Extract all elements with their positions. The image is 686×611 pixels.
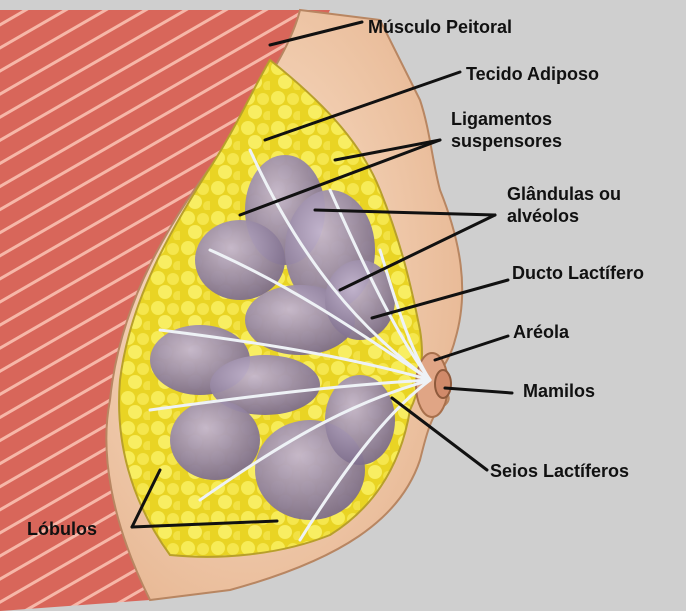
label-lobulos: Lóbulos [27, 518, 97, 540]
label-ligamentos-suspensores: Ligamentos suspensores [451, 108, 562, 152]
label-seios-lactiferos: Seios Lactíferos [490, 460, 629, 482]
label-glandulas-alveolos: Glândulas ou alvéolos [507, 183, 621, 227]
label-ligamentos-line1: Ligamentos [451, 108, 562, 130]
label-musculo-peitoral: Músculo Peitoral [368, 16, 512, 38]
label-glandulas-line1: Glândulas ou [507, 183, 621, 205]
leader-mamilos [445, 388, 512, 393]
label-tecido-adiposo: Tecido Adiposo [466, 63, 599, 85]
label-mamilos: Mamilos [523, 380, 595, 402]
label-areola: Aréola [513, 321, 569, 343]
label-ducto-lactifero: Ducto Lactífero [512, 262, 644, 284]
label-ligamentos-line2: suspensores [451, 130, 562, 152]
label-glandulas-line2: alvéolos [507, 205, 621, 227]
nipple-shape [435, 370, 451, 398]
